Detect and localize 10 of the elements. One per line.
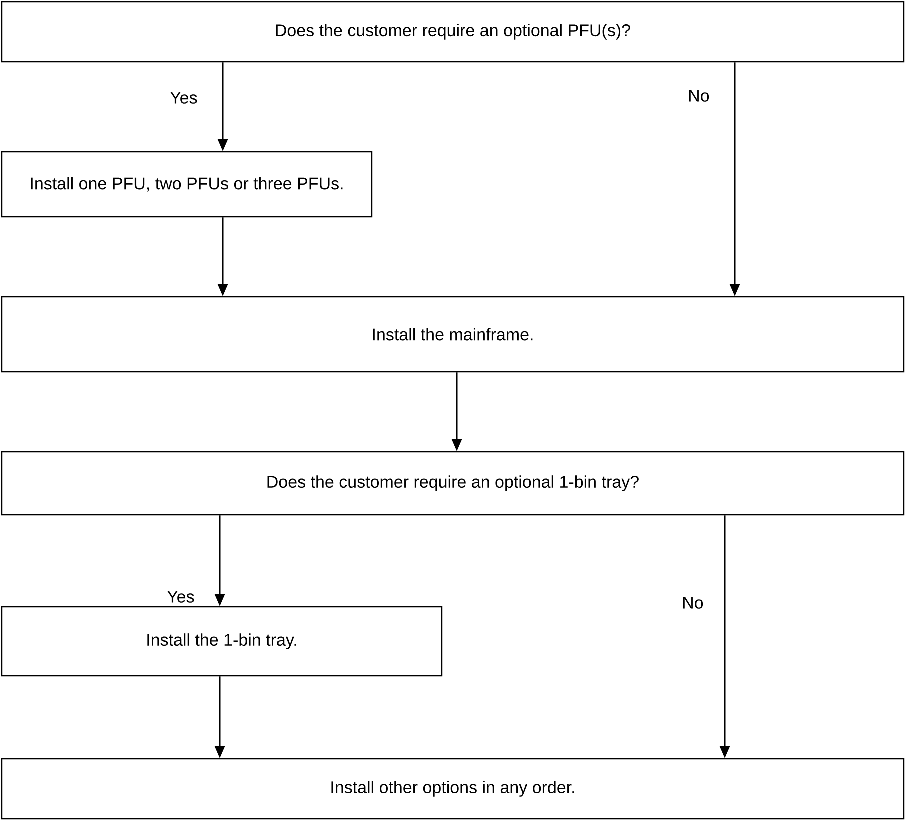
edge-label: No: [686, 88, 712, 104]
edge-label: Yes: [168, 90, 200, 106]
process-box: Install one PFU, two PFUs or three PFUs.: [1, 151, 373, 218]
process-box: Install the 1-bin tray.: [1, 606, 443, 677]
process-box: Does the customer require an optional 1-bin tray?: [1, 451, 905, 516]
process-box: Install the mainframe.: [1, 296, 905, 373]
process-box: Install other options in any order.: [1, 758, 905, 820]
edge-label: Yes: [165, 589, 197, 605]
edge-label: No: [680, 595, 706, 611]
process-box: Does the customer require an optional PFU(s)?: [1, 1, 905, 63]
